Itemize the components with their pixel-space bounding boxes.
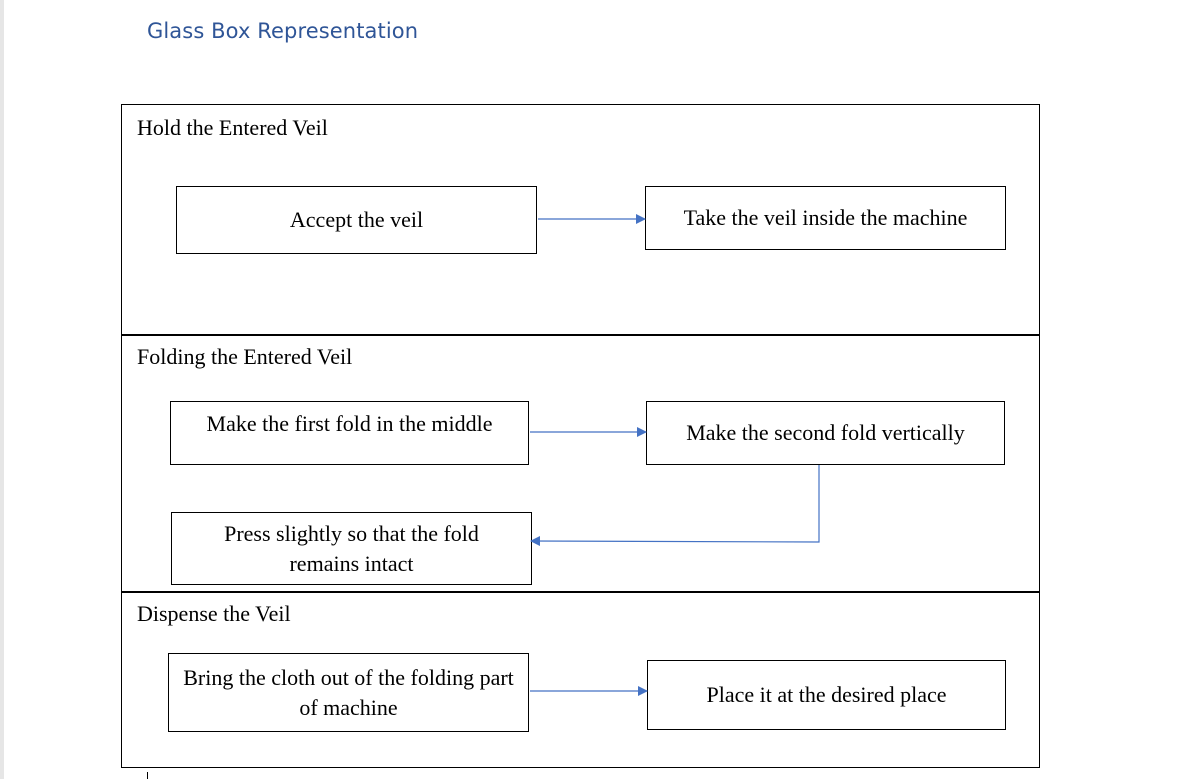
- arrow-second-fold-to-press: [530, 465, 820, 547]
- step-second-fold: Make the second fold vertically: [646, 401, 1005, 465]
- page-left-edge: [0, 0, 4, 779]
- page-heading: Glass Box Representation: [147, 19, 419, 43]
- step-press-slightly: Press slightly so that the fold remains …: [171, 512, 532, 585]
- step-accept-veil: Accept the veil: [176, 186, 537, 254]
- step-first-fold: Make the first fold in the middle: [170, 401, 529, 465]
- section-title-dispense: Dispense the Veil: [137, 601, 291, 626]
- section-dispense-veil: Dispense the Veil: [121, 591, 1040, 768]
- section-title-hold: Hold the Entered Veil: [137, 115, 328, 140]
- step-place-desired: Place it at the desired place: [647, 660, 1006, 730]
- text-cursor-mark: [147, 772, 148, 779]
- step-bring-cloth-out: Bring the cloth out of the folding part …: [168, 653, 529, 732]
- step-take-veil-inside: Take the veil inside the machine: [645, 186, 1006, 250]
- section-folding-veil: Folding the Entered Veil: [121, 334, 1040, 593]
- section-hold-veil: Hold the Entered Veil: [121, 104, 1040, 336]
- section-title-folding: Folding the Entered Veil: [137, 344, 353, 369]
